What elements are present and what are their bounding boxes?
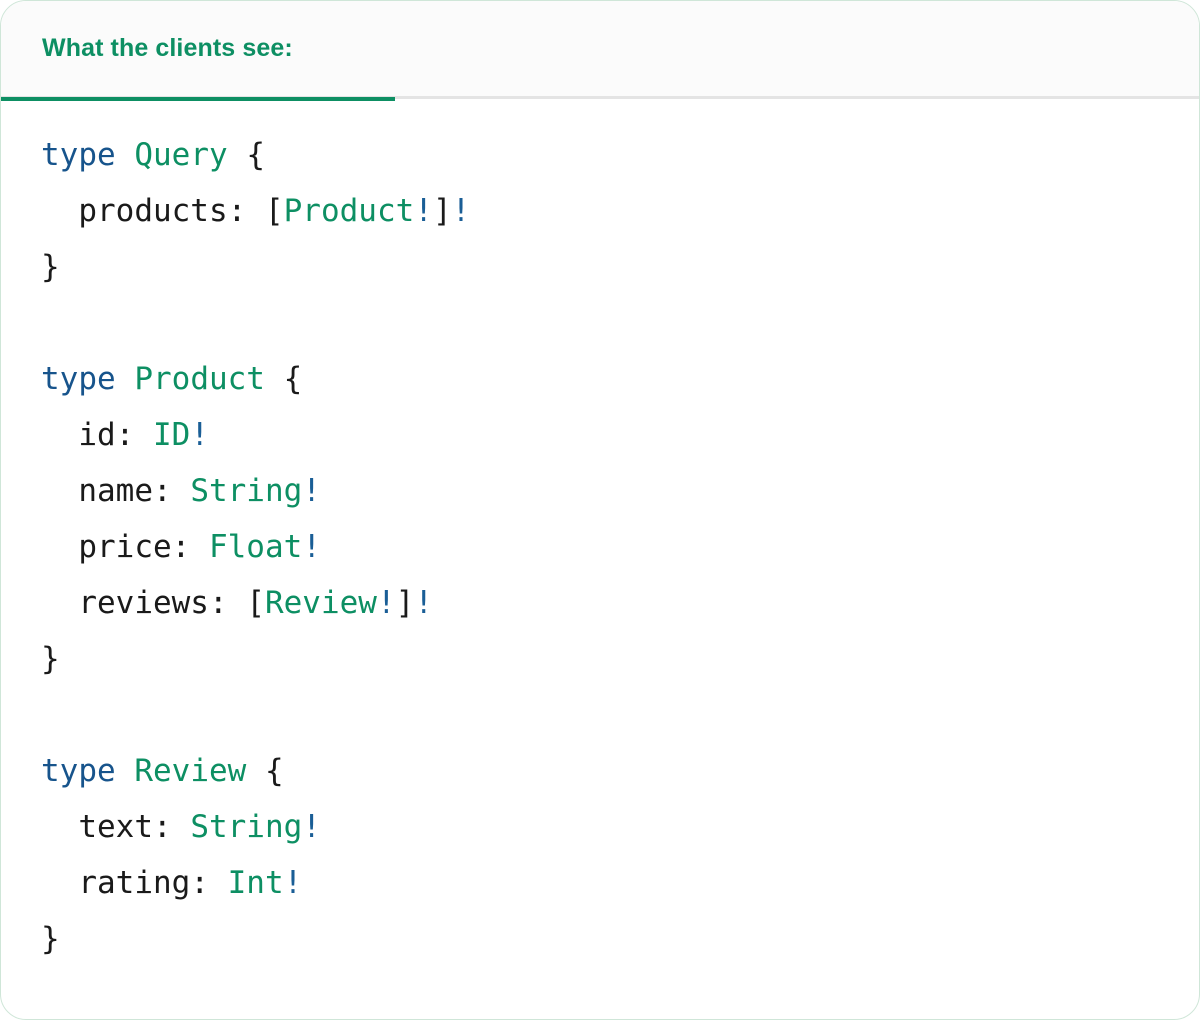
code-token-punct: [41, 865, 78, 901]
code-token-punct: [41, 809, 78, 845]
code-token-typename: Query: [134, 137, 228, 173]
code-token-field: text: [78, 809, 153, 845]
code-token-bracket: ]: [395, 585, 415, 621]
code-token-typename: String: [190, 809, 303, 845]
code-token-typename: Review: [264, 585, 377, 621]
code-token-punct: {: [246, 753, 284, 789]
code-token-punct: {: [264, 361, 303, 397]
code-token-punct: [41, 193, 78, 229]
code-token-bang: !: [190, 417, 209, 453]
code-token-bang: !: [302, 529, 321, 565]
code-token-punct: :: [208, 585, 247, 621]
code-line: name: String!: [41, 463, 1159, 519]
code-token-field: rating: [78, 865, 191, 901]
code-token-typename: Product: [134, 361, 265, 397]
code-token-punct: :: [115, 417, 153, 453]
code-line: type Product {: [41, 351, 1159, 407]
code-token-punct: :: [190, 865, 228, 901]
tab-active-underline: [1, 96, 395, 101]
code-line: [41, 295, 1159, 351]
code-token-punct: [116, 753, 135, 789]
graphql-schema-code[interactable]: type Query { products: [Product!]!} type…: [41, 127, 1159, 967]
code-token-bang: !: [451, 193, 471, 229]
code-token-kw: type: [41, 753, 116, 789]
code-token-typename: Product: [283, 193, 415, 229]
tab-what-the-clients-see[interactable]: What the clients see:: [1, 1, 395, 101]
code-line: rating: Int!: [41, 855, 1159, 911]
code-token-typename: ID: [152, 417, 191, 453]
tab-label: What the clients see:: [42, 34, 293, 62]
code-token-punct: [116, 137, 135, 173]
code-token-punct: :: [171, 529, 209, 565]
code-line: type Review {: [41, 743, 1159, 799]
code-token-typename: String: [190, 473, 303, 509]
code-token-punct: }: [41, 249, 60, 285]
code-token-punct: :: [227, 193, 265, 229]
code-token-field: price: [78, 529, 172, 565]
code-token-punct: :: [152, 809, 191, 845]
code-token-punct: }: [41, 641, 60, 677]
code-line: [41, 687, 1159, 743]
code-line: products: [Product!]!: [41, 183, 1159, 239]
code-token-punct: :: [152, 473, 191, 509]
code-token-field: reviews: [78, 585, 209, 621]
code-token-bang: !: [414, 585, 433, 621]
code-token-field: id: [78, 417, 116, 453]
code-line: }: [41, 631, 1159, 687]
code-token-punct: {: [227, 137, 265, 173]
code-token-bang: !: [302, 809, 321, 845]
code-token-punct: [116, 361, 135, 397]
code-token-punct: [41, 585, 78, 621]
code-token-bang: !: [283, 865, 303, 901]
code-token-bracket: ]: [432, 193, 452, 229]
code-token-field: name: [78, 473, 153, 509]
code-token-kw: type: [41, 361, 116, 397]
code-token-typename: Review: [134, 753, 247, 789]
code-token-bang: !: [414, 193, 433, 229]
code-line: reviews: [Review!]!: [41, 575, 1159, 631]
code-token-punct: [41, 529, 78, 565]
code-token-typename: Int: [227, 865, 284, 901]
code-token-punct: [41, 473, 78, 509]
code-token-bang: !: [302, 473, 321, 509]
code-line: price: Float!: [41, 519, 1159, 575]
code-line: }: [41, 911, 1159, 967]
code-token-field: products: [78, 193, 228, 229]
code-token-bang: !: [376, 585, 396, 621]
code-line: id: ID!: [41, 407, 1159, 463]
tab-bar: What the clients see:: [1, 1, 1199, 101]
code-area: type Query { products: [Product!]!} type…: [1, 99, 1199, 967]
code-token-kw: type: [41, 137, 116, 173]
code-line: type Query {: [41, 127, 1159, 183]
code-line: text: String!: [41, 799, 1159, 855]
code-token-bracket: [: [246, 585, 265, 621]
code-token-punct: }: [41, 921, 60, 957]
code-token-punct: [41, 417, 78, 453]
code-token-bracket: [: [264, 193, 284, 229]
code-line: }: [41, 239, 1159, 295]
code-token-typename: Float: [208, 529, 303, 565]
